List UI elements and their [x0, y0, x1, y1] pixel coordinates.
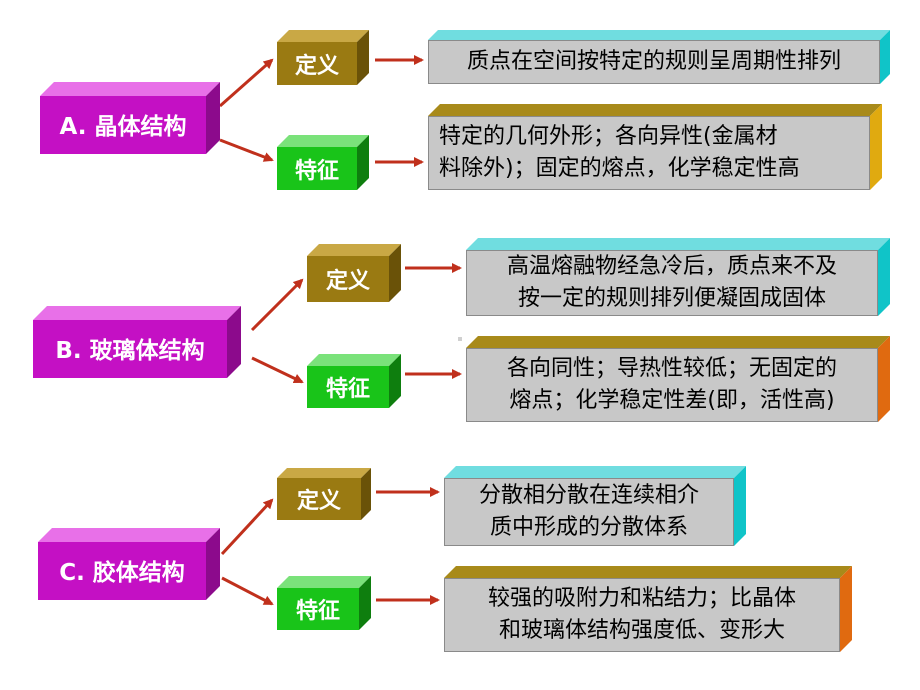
definition-line: 高温熔融物经急冷后，质点来不及	[506, 254, 837, 279]
definition-content-colloid-bevel	[444, 466, 746, 546]
feature-content-colloid: 较强的吸附力和粘结力；比晶体 和玻璃体结构强度低、变形大	[444, 578, 840, 652]
arrow-b-to-definition	[250, 278, 304, 332]
category-box-colloid-shape	[38, 528, 220, 600]
category-box-colloid: C. 胶体结构	[38, 528, 220, 600]
definition-box-colloid: 定义	[277, 468, 371, 520]
feature-box-colloid: 特征	[277, 576, 371, 630]
category-box-glass-shape	[33, 306, 241, 378]
arrow-c-to-definition	[220, 498, 274, 556]
category-label-colloid: C. 胶体结构	[59, 560, 185, 586]
definition-box-glass-shape	[307, 244, 401, 302]
definition-line: 质点在空间按特定的规则呈周期性排列	[466, 49, 841, 74]
definition-label-colloid: 定义	[296, 489, 341, 514]
feature-content-glass-frame: 各向同性；导热性较低；无固定的 熔点；化学稳定性差(即，活性高)	[466, 336, 890, 422]
feature-box-glass-shape	[307, 354, 401, 408]
definition-box-crystal-shape	[277, 30, 369, 85]
definition-content-crystal-bevel	[428, 30, 890, 84]
feature-line: 熔点；化学稳定性差(即，活性高)	[509, 388, 835, 413]
feature-label-colloid: 特征	[295, 599, 340, 624]
feature-content-colloid-frame: 较强的吸附力和粘结力；比晶体 和玻璃体结构强度低、变形大	[444, 566, 852, 652]
category-box-crystal-shape	[40, 82, 220, 154]
definition-content-crystal: 质点在空间按特定的规则呈周期性排列	[428, 40, 880, 84]
definition-content-glass-frame: 高温熔融物经急冷后，质点来不及 按一定的规则排列便凝固成固体	[466, 238, 890, 316]
definition-label-glass: 定义	[325, 269, 370, 294]
definition-box-glass: 定义	[307, 244, 401, 302]
definition-content-colloid-frame: 分散相分散在连续相介 质中形成的分散体系	[444, 466, 746, 546]
feature-content-colloid-bevel	[444, 566, 852, 652]
category-box-crystal: A. 晶体结构	[40, 82, 220, 154]
feature-content-crystal: 特定的几何外形；各向异性(金属材 料除外)；固定的熔点，化学稳定性高	[428, 116, 870, 190]
feature-label-glass: 特征	[325, 377, 370, 402]
feature-box-glass: 特征	[307, 354, 401, 408]
definition-line: 分散相分散在连续相介	[478, 483, 699, 508]
definition-content-glass: 高温熔融物经急冷后，质点来不及 按一定的规则排列便凝固成固体	[466, 250, 878, 316]
feature-line: 各向同性；导热性较低；无固定的	[506, 356, 837, 381]
feature-content-crystal-bevel	[428, 104, 882, 190]
feature-content-crystal-frame: 特定的几何外形；各向异性(金属材 料除外)；固定的熔点，化学稳定性高	[428, 104, 882, 190]
feature-line: 料除外)；固定的熔点，化学稳定性高	[439, 156, 800, 181]
feature-box-crystal: 特征	[277, 135, 369, 190]
definition-label-crystal: 定义	[294, 53, 339, 79]
feature-label-crystal: 特征	[294, 158, 339, 184]
feature-line: 特定的几何外形；各向异性(金属材	[439, 124, 778, 149]
definition-box-colloid-shape	[277, 468, 371, 520]
feature-content-glass-bevel	[466, 336, 890, 422]
stray-dot	[458, 337, 462, 341]
arrow-c-to-feature	[221, 576, 274, 606]
definition-content-crystal-frame: 质点在空间按特定的规则呈周期性排列	[428, 30, 890, 84]
feature-line: 和玻璃体结构强度低、变形大	[498, 618, 785, 643]
definition-line: 按一定的规则排列便凝固成固体	[517, 286, 826, 311]
category-label-crystal: A. 晶体结构	[59, 114, 187, 140]
feature-box-crystal-shape	[277, 135, 369, 190]
definition-box-crystal: 定义	[277, 30, 369, 85]
definition-content-colloid: 分散相分散在连续相介 质中形成的分散体系	[444, 478, 734, 546]
definition-line: 质中形成的分散体系	[489, 515, 688, 540]
arrow-a-to-feature	[219, 138, 274, 162]
feature-content-glass: 各向同性；导热性较低；无固定的 熔点；化学稳定性差(即，活性高)	[466, 348, 878, 422]
category-box-glass: B. 玻璃体结构	[33, 306, 241, 378]
arrow-b-to-feature	[251, 356, 304, 384]
category-label-glass: B. 玻璃体结构	[55, 338, 205, 364]
feature-line: 较强的吸附力和粘结力；比晶体	[487, 586, 796, 611]
arrow-a-to-definition	[219, 58, 274, 108]
definition-content-glass-bevel	[466, 238, 890, 316]
feature-box-colloid-shape	[277, 576, 371, 630]
